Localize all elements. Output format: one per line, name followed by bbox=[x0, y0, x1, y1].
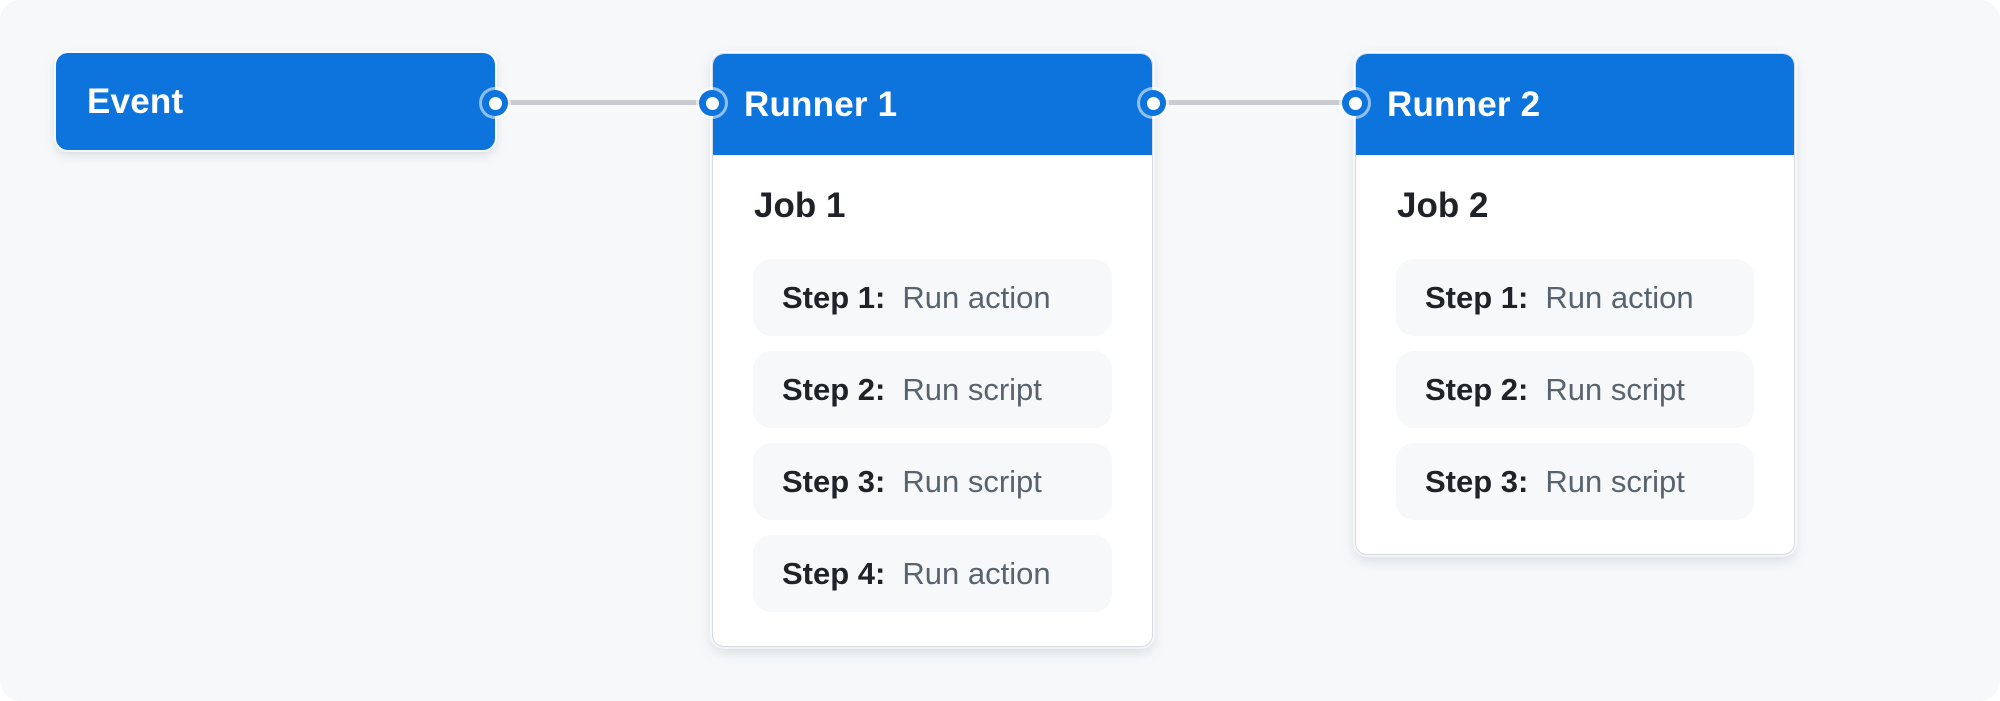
event-node: Event bbox=[56, 53, 495, 150]
step-label: Step 3: bbox=[782, 463, 886, 499]
step-item: Step 2: Run script bbox=[1396, 351, 1754, 428]
step-item: Step 1: Run action bbox=[1396, 259, 1754, 336]
runner-2-node: Runner 2 Job 2 Step 1: Run action Step 2… bbox=[1355, 53, 1795, 555]
connector-port-runner1-out bbox=[1140, 90, 1166, 116]
connector-port-event-out bbox=[482, 90, 508, 116]
connector-port-runner1-in bbox=[699, 90, 725, 116]
runner-1-node: Runner 1 Job 1 Step 1: Run action Step 2… bbox=[712, 53, 1153, 647]
step-item: Step 4: Run action bbox=[753, 535, 1112, 612]
step-value: Run script bbox=[902, 371, 1042, 407]
step-item: Step 2: Run script bbox=[753, 351, 1112, 428]
step-label: Step 2: bbox=[782, 371, 886, 407]
runner-2-title: Runner 2 bbox=[1387, 84, 1541, 124]
connector-line-event-runner1 bbox=[495, 100, 712, 105]
runner-2-header: Runner 2 bbox=[1356, 54, 1794, 155]
runner-1-title: Runner 1 bbox=[744, 84, 898, 124]
step-value: Run action bbox=[1545, 279, 1694, 315]
runner-1-header: Runner 1 bbox=[713, 54, 1152, 155]
step-label: Step 4: bbox=[782, 555, 886, 591]
step-value: Run action bbox=[902, 555, 1051, 591]
step-value: Run script bbox=[1545, 371, 1685, 407]
job-1-title: Job 1 bbox=[754, 186, 846, 225]
step-value: Run script bbox=[902, 463, 1042, 499]
job-2-title: Job 2 bbox=[1397, 186, 1489, 225]
runner-1-body: Job 1 Step 1: Run action Step 2: Run scr… bbox=[713, 155, 1152, 646]
connector-line-runner1-runner2 bbox=[1153, 100, 1355, 105]
step-label: Step 2: bbox=[1425, 371, 1529, 407]
step-item: Step 1: Run action bbox=[753, 259, 1112, 336]
step-item: Step 3: Run script bbox=[1396, 443, 1754, 520]
step-value: Run action bbox=[902, 279, 1051, 315]
step-item: Step 3: Run script bbox=[753, 443, 1112, 520]
step-label: Step 3: bbox=[1425, 463, 1529, 499]
step-label: Step 1: bbox=[1425, 279, 1529, 315]
step-label: Step 1: bbox=[782, 279, 886, 315]
runner-2-body: Job 2 Step 1: Run action Step 2: Run scr… bbox=[1356, 155, 1794, 554]
event-node-label: Event bbox=[87, 81, 184, 121]
connector-port-runner2-in bbox=[1342, 90, 1368, 116]
step-value: Run script bbox=[1545, 463, 1685, 499]
